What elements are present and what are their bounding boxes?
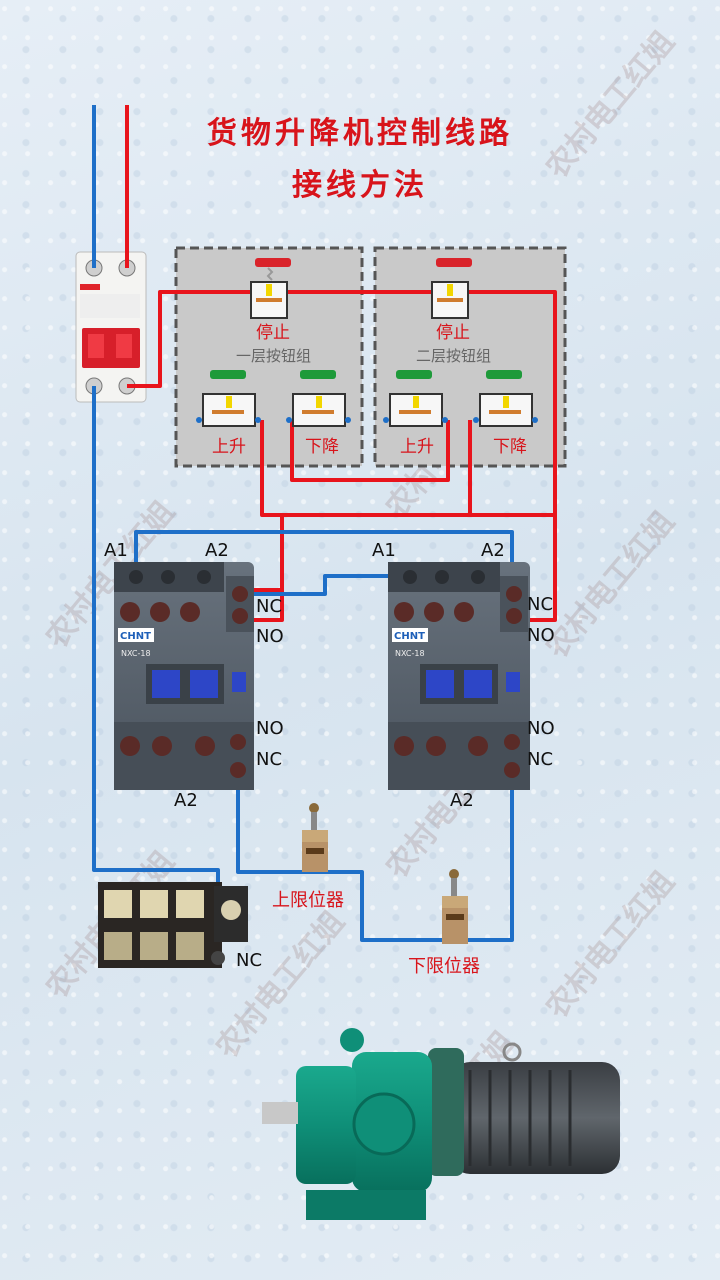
down-label-floor1: 下降 — [305, 437, 339, 457]
label-nc-left-bottom: NC — [256, 749, 282, 770]
relay-nc-label: NC — [236, 950, 262, 971]
lower-limit-label: 下限位器 — [408, 956, 480, 977]
watermark: 农村电工红姐 — [539, 505, 682, 666]
circuit-breaker[interactable] — [75, 251, 147, 403]
geared-motor — [262, 1028, 620, 1220]
watermark: 农村电工红姐 — [539, 25, 682, 186]
label-no-right-bottom: NO — [527, 718, 555, 739]
label-nc-left-top: NC — [256, 596, 282, 617]
contactor-brand: CHNT — [120, 631, 151, 642]
contactor-right[interactable]: CHNT NXC-18 — [388, 562, 530, 790]
down-label-floor2: 下降 — [493, 437, 527, 457]
up-label-floor2: 上升 — [400, 437, 434, 457]
contactor-model: NXC-18 — [121, 649, 151, 658]
label-a2-right-top: A2 — [481, 540, 505, 561]
label-a2-left-top: A2 — [205, 540, 229, 561]
up-button-floor2[interactable] — [389, 370, 443, 427]
group-label-floor2: 二层按钮组 — [416, 347, 491, 365]
thermal-overload-relay[interactable] — [98, 882, 248, 968]
diagram-title: 货物升降机控制线路 — [207, 116, 513, 151]
label-nc-right-bottom: NC — [527, 749, 553, 770]
lower-limit-switch[interactable] — [442, 869, 468, 944]
label-a2-left-bottom: A2 — [174, 790, 198, 811]
up-label-floor1: 上升 — [212, 437, 246, 457]
upper-limit-switch[interactable] — [302, 803, 328, 872]
label-no-left-bottom: NO — [256, 718, 284, 739]
stop-label-floor2: 停止 — [436, 323, 470, 343]
label-no-right-top: NO — [527, 625, 555, 646]
contactor-model: NXC-18 — [395, 649, 425, 658]
contactor-brand: CHNT — [394, 631, 425, 642]
label-a1-right: A1 — [372, 540, 396, 561]
label-a2-right-bottom: A2 — [450, 790, 474, 811]
group-label-floor1: 一层按钮组 — [236, 347, 311, 365]
diagram-subtitle: 接线方法 — [292, 168, 428, 203]
label-a1-left: A1 — [104, 540, 128, 561]
label-nc-right-top: NC — [527, 594, 553, 615]
contactor-left[interactable]: CHNT NXC-18 — [114, 562, 254, 790]
down-button-floor2[interactable] — [479, 370, 533, 427]
stop-button-floor1[interactable] — [250, 258, 291, 319]
watermark: 农村电工红姐 — [539, 865, 682, 1026]
down-button-floor1[interactable] — [292, 370, 346, 427]
label-no-left-top: NO — [256, 626, 284, 647]
up-button-floor1[interactable] — [202, 370, 256, 427]
stop-button-floor2[interactable] — [431, 258, 472, 319]
stop-label-floor1: 停止 — [256, 323, 290, 343]
upper-limit-label: 上限位器 — [272, 890, 344, 911]
button-terminals — [196, 417, 538, 423]
